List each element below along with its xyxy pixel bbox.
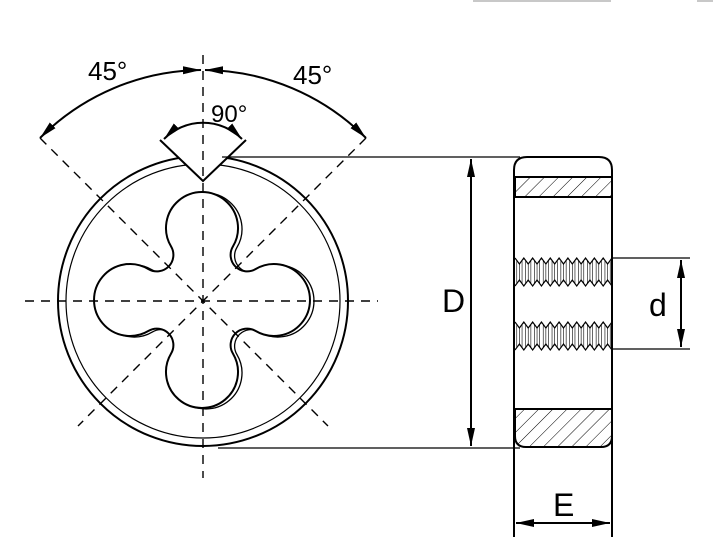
dimension-d: d (612, 257, 690, 350)
arc-45-right (204, 66, 367, 139)
side-outline (513, 156, 613, 537)
dimension-label-E: E (553, 487, 574, 523)
top-edge-bar (473, 0, 611, 2)
angle-label-left: 45° (88, 56, 127, 86)
hatch-bottom (514, 408, 613, 448)
arc-45-left (39, 66, 202, 139)
side-view (513, 156, 613, 537)
top-edge-bar-right (697, 0, 713, 2)
hatch-top (514, 176, 613, 198)
diagonal-centerline-right (77, 137, 367, 427)
dimension-E: E (516, 487, 610, 527)
thread-shading-1 (516, 261, 611, 283)
angle-label-right: 45° (293, 60, 332, 90)
dimension-label-d: d (649, 287, 667, 323)
front-view (25, 55, 378, 478)
v-notch (159, 139, 247, 183)
diagonal-centerline-left (39, 137, 329, 427)
thread-shading-2 (516, 325, 611, 347)
thread-profiles (514, 256, 613, 352)
angle-dimensions: 45° 45° 90° (39, 56, 367, 140)
dimension-label-D: D (442, 283, 465, 319)
arc-90-notch (163, 121, 243, 140)
angle-label-notch: 90° (211, 101, 247, 128)
dimension-D: D (218, 156, 520, 449)
